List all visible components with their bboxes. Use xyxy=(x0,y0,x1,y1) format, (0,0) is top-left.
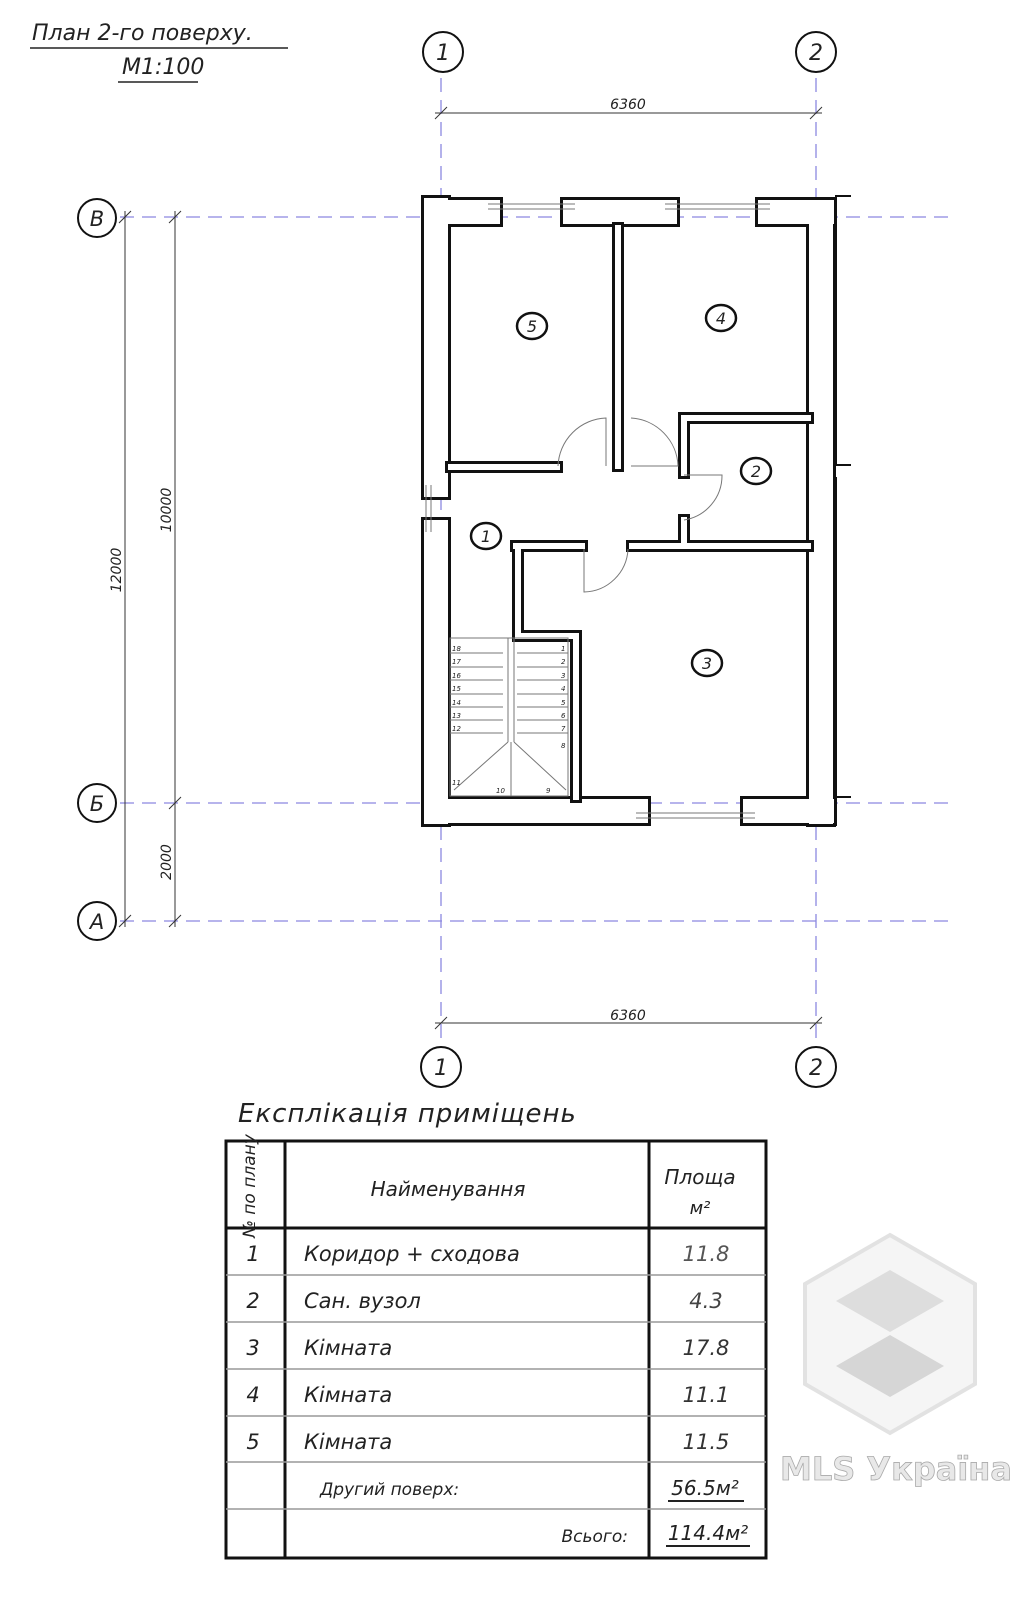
svg-text:3: 3 xyxy=(561,672,565,680)
axis-bubble-a: А xyxy=(77,901,117,941)
svg-text:1: 1 xyxy=(436,41,450,66)
axis-bubble-b: Б xyxy=(77,783,117,823)
axis-bubble-2-bottom: 2 xyxy=(795,1046,837,1088)
explication-table: № по плану Найменування Площа м² 1 Коридо… xyxy=(224,1133,768,1560)
svg-text:16: 16 xyxy=(452,672,461,680)
svg-text:3: 3 xyxy=(702,654,712,673)
svg-text:В: В xyxy=(90,207,104,231)
room-marker-1: 1 xyxy=(469,521,503,551)
svg-text:9: 9 xyxy=(546,787,551,795)
svg-text:11.5: 11.5 xyxy=(683,1430,730,1454)
svg-text:4.3: 4.3 xyxy=(689,1289,722,1313)
room-marker-5: 5 xyxy=(515,311,549,341)
dim-left-total: 12000 xyxy=(109,548,125,593)
total-label: Всього: xyxy=(562,1527,629,1547)
svg-text:2: 2 xyxy=(809,41,823,66)
room-marker-4: 4 xyxy=(704,303,738,333)
svg-text:Сан. вузол: Сан. вузол xyxy=(304,1289,421,1313)
watermark-logo xyxy=(803,1232,977,1436)
svg-text:1: 1 xyxy=(434,1056,448,1081)
axis-bubble-1-bottom: 1 xyxy=(420,1046,462,1088)
total-value: 114.4м² xyxy=(668,1521,748,1545)
door-swings xyxy=(557,417,723,593)
table-title: Експлікація приміщень xyxy=(238,1099,577,1129)
dim-bottom: 6360 xyxy=(610,1008,646,1024)
svg-text:5: 5 xyxy=(527,317,537,336)
svg-text:2: 2 xyxy=(246,1289,259,1313)
subtotal-label: Другий поверх: xyxy=(319,1480,459,1500)
svg-text:14: 14 xyxy=(452,699,461,707)
svg-text:11.1: 11.1 xyxy=(683,1383,730,1407)
svg-text:18: 18 xyxy=(452,645,461,653)
svg-text:2: 2 xyxy=(561,658,566,666)
svg-text:Кімната: Кімната xyxy=(304,1383,392,1407)
dim-top: 6360 xyxy=(610,97,646,113)
svg-text:Б: Б xyxy=(90,792,104,816)
svg-text:17.8: 17.8 xyxy=(683,1336,730,1360)
dim-left-small: 2000 xyxy=(159,844,175,880)
room-marker-2: 2 xyxy=(739,456,773,486)
svg-text:3: 3 xyxy=(246,1336,259,1360)
dim-left-main: 10000 xyxy=(159,488,175,533)
svg-text:2: 2 xyxy=(809,1056,823,1081)
plan-title: План 2-го поверху. xyxy=(32,21,253,46)
axis-bubble-2-top: 2 xyxy=(795,31,837,73)
subtotal-value: 56.5м² xyxy=(671,1476,739,1500)
svg-text:15: 15 xyxy=(452,685,461,693)
watermark-text: MLS Україна xyxy=(780,1450,1012,1488)
header-area: Площа xyxy=(664,1165,735,1189)
svg-text:13: 13 xyxy=(452,712,461,720)
svg-text:11.8: 11.8 xyxy=(683,1242,730,1266)
svg-text:Коридор + сходова: Коридор + сходова xyxy=(304,1242,520,1266)
axis-bubble-1-top: 1 xyxy=(422,31,464,73)
header-num: № по плану xyxy=(240,1133,260,1239)
svg-text:1: 1 xyxy=(481,527,491,546)
svg-text:Кімната: Кімната xyxy=(304,1336,392,1360)
svg-text:12: 12 xyxy=(452,725,461,733)
svg-text:4: 4 xyxy=(246,1383,259,1407)
header-name: Найменування xyxy=(371,1177,526,1201)
svg-text:10: 10 xyxy=(496,787,505,795)
dimension-lines xyxy=(118,106,823,1030)
svg-text:6: 6 xyxy=(561,712,566,720)
axis-bubble-v: В xyxy=(77,198,117,238)
svg-text:А: А xyxy=(88,910,104,934)
svg-text:1: 1 xyxy=(246,1242,259,1266)
svg-text:2: 2 xyxy=(751,462,761,481)
room-marker-3: 3 xyxy=(690,648,724,678)
svg-text:Кімната: Кімната xyxy=(304,1430,392,1454)
svg-text:5: 5 xyxy=(246,1430,259,1454)
walls xyxy=(421,195,851,827)
svg-text:5: 5 xyxy=(561,699,566,707)
svg-text:1: 1 xyxy=(561,645,565,653)
plan-scale: М1:100 xyxy=(122,55,204,80)
svg-text:8: 8 xyxy=(561,742,566,750)
svg-text:7: 7 xyxy=(561,725,566,733)
svg-text:17: 17 xyxy=(452,658,461,666)
staircase xyxy=(449,637,569,797)
svg-text:11: 11 xyxy=(452,779,461,787)
svg-text:4: 4 xyxy=(716,309,726,328)
header-area-unit: м² xyxy=(690,1198,711,1219)
svg-text:4: 4 xyxy=(561,685,565,693)
